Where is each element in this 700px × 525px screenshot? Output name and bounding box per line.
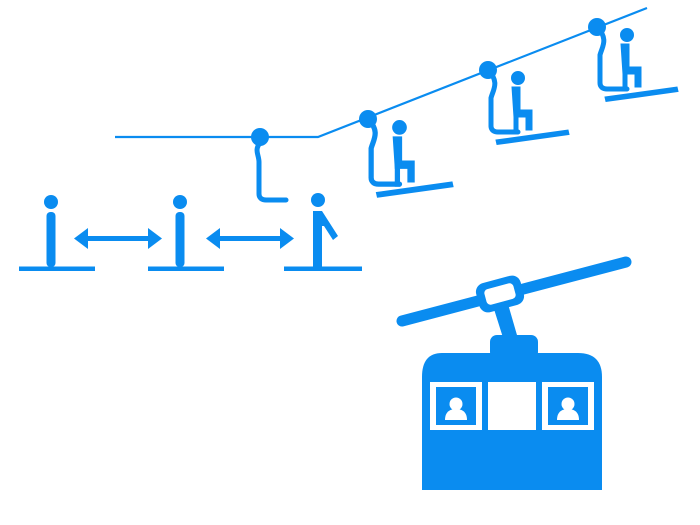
chair-with-seated-rider bbox=[597, 27, 678, 102]
gondola-icon bbox=[396, 256, 632, 490]
skier-icon bbox=[148, 195, 224, 271]
lift-cable bbox=[115, 6, 648, 139]
double-arrow-icon bbox=[74, 228, 162, 249]
gondola-grip bbox=[475, 275, 525, 313]
gondola-hanger bbox=[493, 304, 519, 344]
chair-with-seated-rider bbox=[368, 119, 453, 197]
chairlift-icon bbox=[19, 6, 678, 271]
seated-rider-icon bbox=[368, 119, 453, 197]
chair-with-seated-rider bbox=[488, 70, 569, 145]
empty-chair bbox=[254, 134, 289, 203]
seated-rider-icon bbox=[597, 27, 678, 102]
double-arrow-icon bbox=[206, 228, 294, 249]
seated-rider-icon bbox=[488, 70, 569, 145]
skier-icon bbox=[284, 193, 362, 271]
